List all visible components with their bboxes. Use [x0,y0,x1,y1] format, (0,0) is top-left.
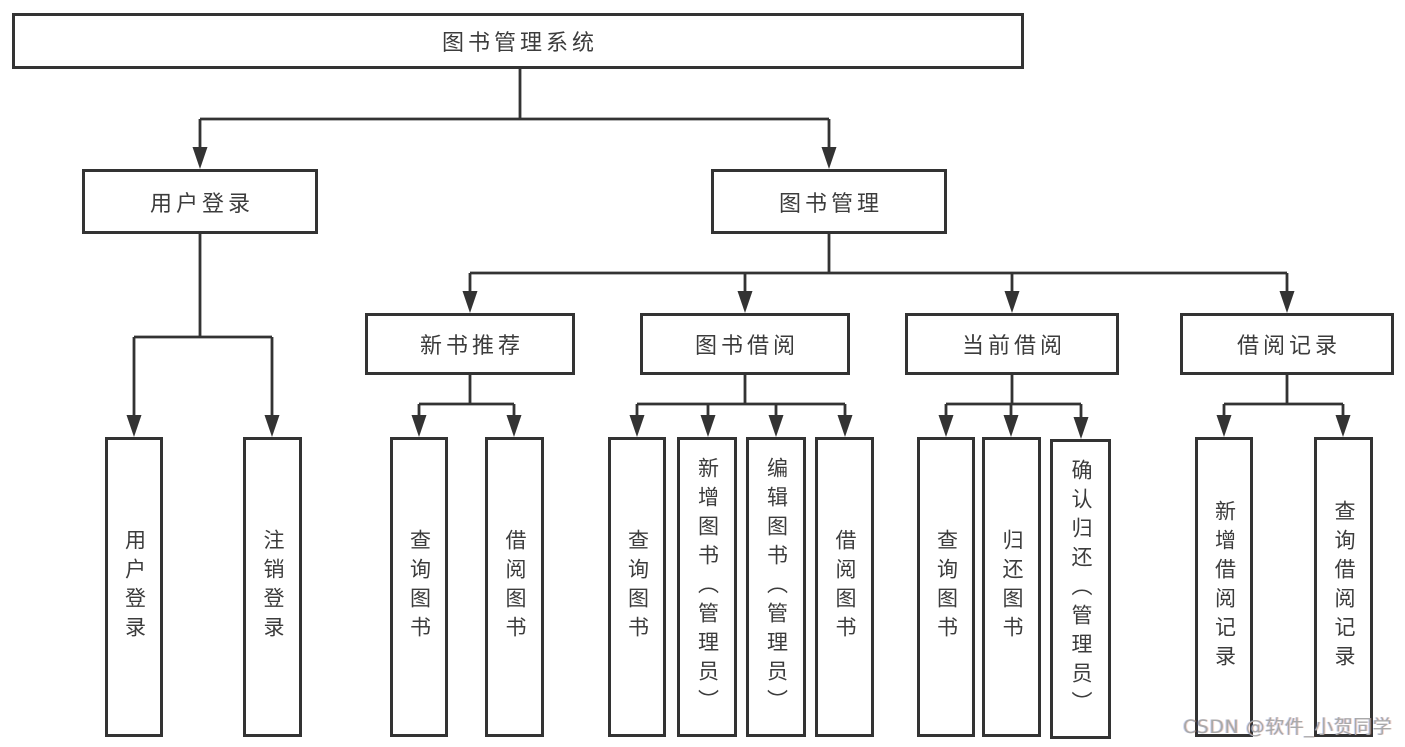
node-new-book-recommend: 新书推荐 [365,313,575,375]
node-borrowing-records: 借阅记录 [1180,313,1394,375]
node-borrowing-edit-books-label: 编辑图书（管理员） [764,456,789,718]
node-current-borrowing-label: 当前借阅 [961,334,1066,359]
node-current-return-books-label: 归还图书 [1000,529,1024,645]
node-current-query-books: 查询图书 [917,437,975,737]
node-current-confirm-return-label: 确认归还（管理员） [1069,458,1093,720]
node-book-management: 图书管理 [711,169,947,234]
node-current-query-books-label: 查询图书 [934,529,959,645]
node-recommend-query-books: 查询图书 [390,437,448,737]
node-recommend-borrow-books-label: 借阅图书 [503,529,527,645]
node-leaf-user-login-label: 用户登录 [122,529,147,645]
node-book-management-label: 图书管理 [778,191,883,217]
node-borrowing-add-books-label: 新增图书（管理员） [695,456,720,718]
node-borrowing-add-books: 新增图书（管理员） [677,437,737,737]
node-borrowing-query-books-label: 查询图书 [625,529,650,645]
node-book-borrowing: 图书借阅 [640,313,850,375]
node-current-confirm-return: 确认归还（管理员） [1050,439,1111,739]
csdn-watermark: CSDN @软件_小贺同学 [1183,716,1393,738]
node-user-login: 用户登录 [82,169,318,234]
node-current-return-books: 归还图书 [982,437,1041,737]
node-borrowing-query-books: 查询图书 [608,437,666,737]
node-user-login-label: 用户登录 [149,191,254,217]
node-recommend-query-books-label: 查询图书 [407,529,432,645]
node-records-add-record-label: 新增借阅记录 [1212,500,1237,674]
node-records-query-record-label: 查询借阅记录 [1332,500,1356,674]
node-borrowing-edit-books: 编辑图书（管理员） [746,437,806,737]
node-records-query-record: 查询借阅记录 [1314,437,1373,737]
node-records-add-record: 新增借阅记录 [1195,437,1253,737]
node-leaf-user-login: 用户登录 [105,437,163,737]
node-recommend-borrow-books: 借阅图书 [485,437,544,737]
node-library-system-label: 图书管理系统 [441,31,598,56]
node-borrowing-borrow-books: 借阅图书 [815,437,874,737]
node-library-system: 图书管理系统 [12,13,1024,69]
node-leaf-logout: 注销登录 [243,437,302,737]
node-leaf-logout-label: 注销登录 [261,529,285,645]
node-current-borrowing: 当前借阅 [905,313,1119,375]
node-borrowing-records-label: 借阅记录 [1236,334,1341,359]
node-book-borrowing-label: 图书借阅 [694,334,799,359]
node-borrowing-borrow-books-label: 借阅图书 [833,529,857,645]
node-new-book-recommend-label: 新书推荐 [419,334,524,359]
